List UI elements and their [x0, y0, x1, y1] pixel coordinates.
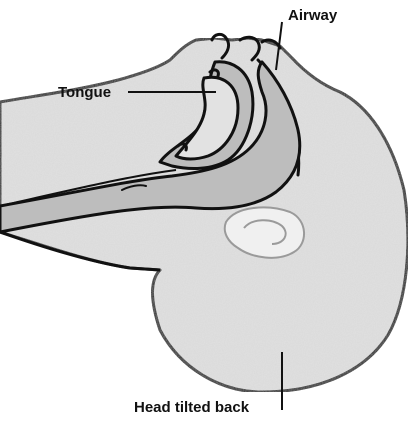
tongue-label: Tongue [58, 84, 111, 101]
head-tilted-back-label: Head tilted back [134, 399, 250, 416]
airway-label: Airway [288, 7, 338, 24]
